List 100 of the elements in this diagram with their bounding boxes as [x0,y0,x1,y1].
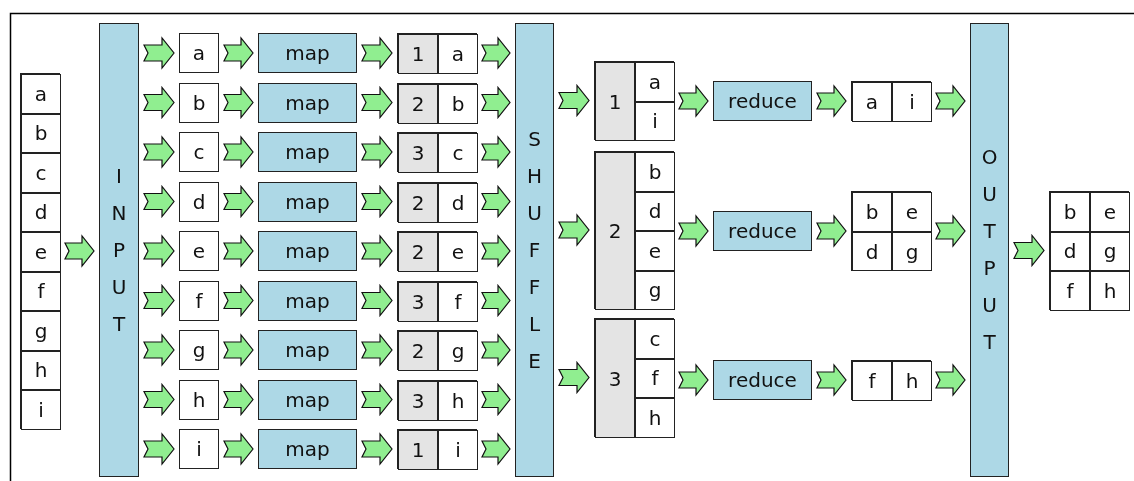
key-value-pair [397,33,477,73]
block-arrow [361,85,393,120]
block-arrow [935,363,966,397]
record-cell: d [179,181,219,222]
map-box: map [258,280,357,321]
record-cell: f [179,280,219,321]
record-cell: b [179,82,219,123]
map-box: map [258,330,357,370]
record-cell: e [21,232,61,272]
shuffle-stage-bar [515,23,554,477]
result-table [851,81,931,121]
block-arrow [1013,233,1045,268]
key-value-pair [397,379,477,420]
block-arrow [223,283,254,318]
key-cell: 3 [398,380,438,421]
block-arrow [223,333,254,367]
block-arrow [361,432,393,466]
output-cell: d [1050,231,1090,271]
block-arrow [223,184,254,219]
record-cell: a [179,33,219,73]
record-cell: h [21,350,61,390]
key-cell: 3 [398,281,438,322]
key-group [594,151,674,309]
result-cell: a [852,82,892,122]
block-arrow [223,85,254,120]
record-cell: f [21,271,61,311]
value-cell: i [635,101,675,141]
record-cell: i [179,429,219,469]
record-cell: c [21,153,61,193]
reduce-box: reduce [713,81,812,121]
record-cell: i [21,390,61,430]
stage-label: SHUFFLE [525,125,543,375]
block-arrow [481,333,511,367]
value-cell: c [635,319,675,359]
result-table [851,191,931,271]
result-cell: f [852,361,892,401]
value-cell: b [438,83,478,124]
output-table [1049,191,1129,310]
value-cell: e [635,231,675,271]
key-cell: 1 [398,430,438,470]
map-box: map [258,231,357,271]
block-arrow [481,36,511,70]
result-cell: d [852,231,892,272]
value-cell: h [635,398,675,438]
block-arrow [143,382,175,417]
output-cell: f [1050,271,1090,311]
stage-label: OUTPUT [980,144,999,356]
result-cell: g [892,231,932,272]
output-stage-bar [970,23,1009,477]
key-value-pair [397,330,477,370]
result-cell: b [852,192,892,232]
block-arrow [361,135,393,169]
block-arrow [816,84,847,118]
value-cell: e [438,232,478,272]
block-arrow [481,283,511,318]
block-arrow [935,84,966,118]
block-arrow [143,36,175,70]
block-arrow [361,333,393,367]
block-arrow [361,234,393,268]
map-box: map [258,181,357,222]
record-cell: d [21,192,61,232]
value-cell: d [438,182,478,223]
value-cell: a [635,62,675,102]
key-cell: 1 [595,62,635,141]
key-group [594,318,674,437]
key-value-pair [397,181,477,222]
block-arrow [481,432,511,466]
block-arrow [64,234,95,268]
block-arrow [361,382,393,417]
value-cell: h [438,380,478,421]
value-cell: a [438,34,478,74]
block-arrow [143,333,175,367]
block-arrow [361,184,393,219]
block-arrow [223,432,254,466]
block-arrow [558,213,590,247]
record-list [20,73,60,429]
value-cell: g [635,270,675,310]
block-arrow [816,214,847,248]
record-cell: a [21,74,61,114]
block-arrow [143,283,175,318]
block-arrow [481,184,511,219]
map-box: map [258,132,357,172]
block-arrow [678,363,709,397]
record-cell: g [21,311,61,351]
block-arrow [678,84,709,118]
record-cell: b [21,113,61,153]
block-arrow [223,135,254,169]
block-arrow [143,85,175,120]
key-cell: 1 [398,34,438,74]
record-cell: c [179,132,219,172]
value-cell: c [438,133,478,173]
output-cell: e [1090,192,1130,232]
reduce-box: reduce [713,360,812,400]
output-cell: g [1090,231,1130,271]
key-value-pair [397,132,477,172]
key-value-pair [397,231,477,271]
block-arrow [143,184,175,219]
block-arrow [481,135,511,169]
value-cell: g [438,331,478,371]
block-arrow [361,283,393,318]
